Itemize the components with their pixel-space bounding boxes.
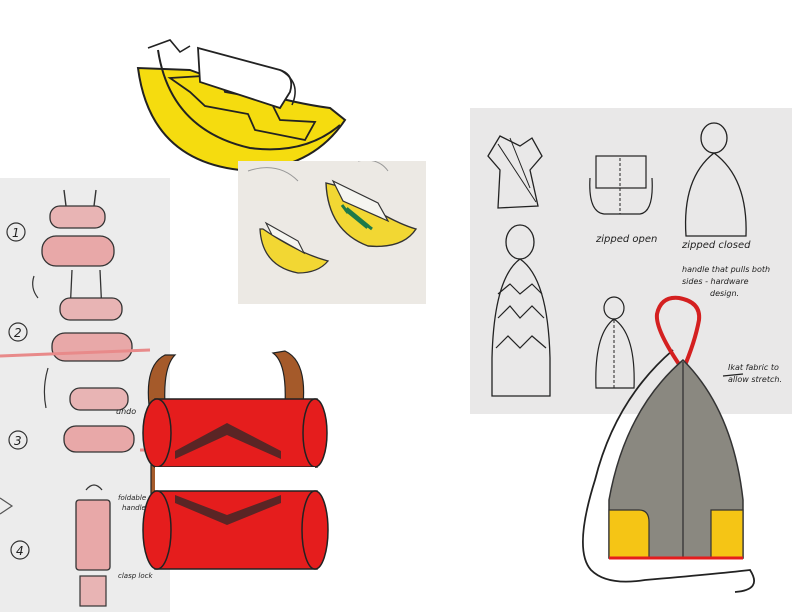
step-2-label: 2 bbox=[14, 326, 22, 340]
handle-note-line-2: sides - hardware bbox=[682, 277, 749, 286]
yellow-sketch-photo bbox=[238, 161, 426, 304]
ikat-note-line-2: allow stretch. bbox=[728, 375, 782, 384]
foldable-note-2: handle bbox=[122, 504, 146, 512]
handle-note-line-3: design. bbox=[710, 289, 739, 298]
red-roll-backpack-drawing bbox=[142, 350, 329, 570]
undo-note: undo bbox=[116, 407, 136, 416]
step-3-label: 3 bbox=[14, 434, 22, 448]
clasp-note: clasp lock bbox=[118, 572, 153, 580]
zipped-open-note: zipped open bbox=[595, 234, 657, 245]
step-1-label: 1 bbox=[12, 226, 20, 240]
foldable-note-1: foldable bbox=[118, 494, 146, 502]
gray-hooded-bag-drawing bbox=[582, 295, 755, 593]
left-notebook-page: 1 2 3 undo 4 foldable handle clasp lock bbox=[0, 178, 170, 612]
right-notebook-page: zipped open zipped closed handle that pu… bbox=[470, 108, 792, 414]
ikat-note-line-1: Ikat fabric to bbox=[728, 363, 779, 372]
handle-note-line-1: handle that pulls both bbox=[682, 265, 770, 274]
step-4-label: 4 bbox=[16, 544, 24, 558]
yellow-half-moon-bag-drawing bbox=[136, 39, 347, 172]
zipped-closed-note: zipped closed bbox=[681, 240, 751, 251]
